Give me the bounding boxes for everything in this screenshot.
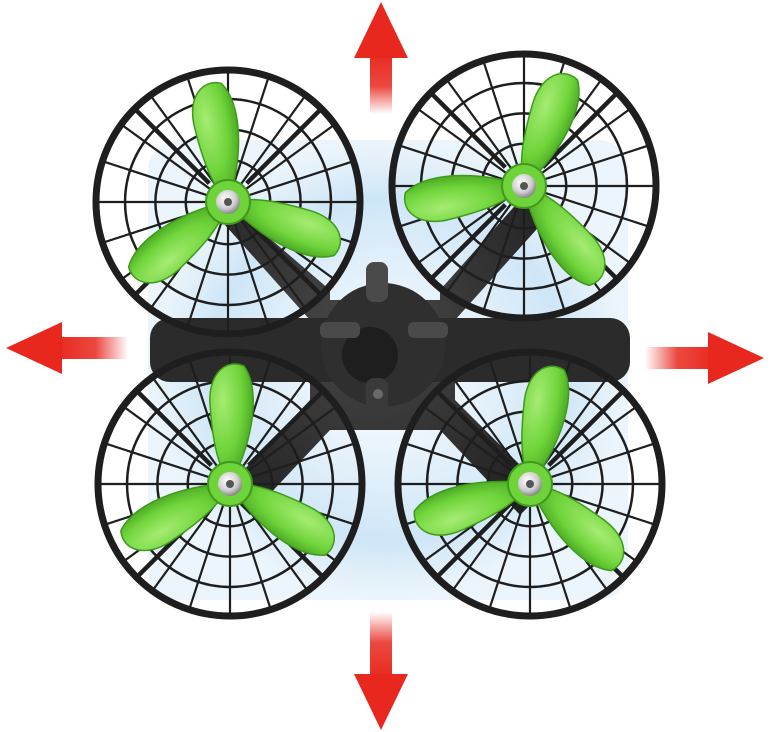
rotor-bottom-left-propeller: [120, 363, 335, 556]
rotor-top-left-propeller: [127, 81, 342, 284]
arrow-down: [354, 612, 408, 730]
rotor-top-right-propeller: [403, 72, 606, 287]
arrow-right: [645, 332, 764, 384]
arrow-up: [354, 2, 408, 114]
rotor-bottom-right-propeller: [413, 365, 625, 572]
rotors: [92, 50, 666, 620]
rotor-bottom-right: [394, 348, 666, 620]
rotor-top-right: [388, 50, 660, 322]
rotor-bottom-left: [94, 348, 366, 620]
rotor-top-left: [92, 66, 364, 338]
arrow-left: [6, 322, 128, 374]
